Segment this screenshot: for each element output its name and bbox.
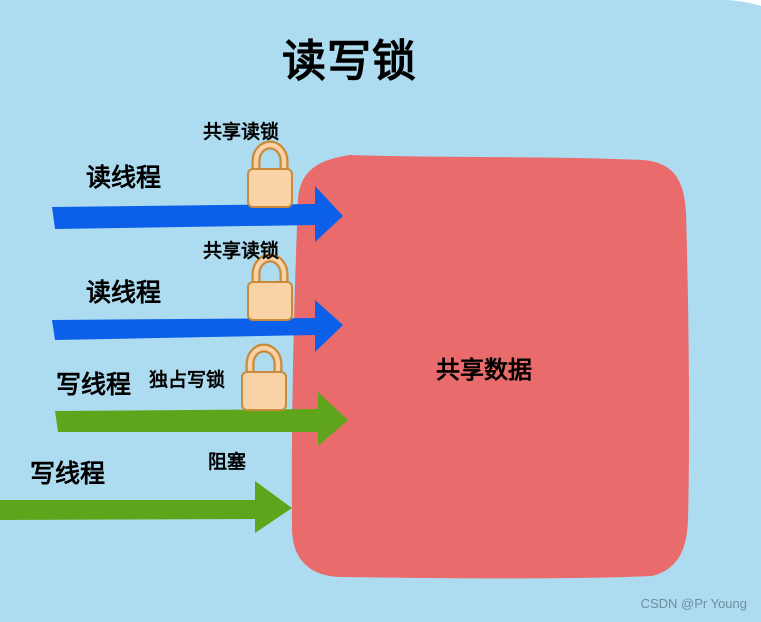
blocked-label: 阻塞 <box>208 451 247 473</box>
watermark: CSDN @Pr Young <box>640 596 747 611</box>
read-thread-arrow-1 <box>52 186 343 242</box>
read-thread-label-1: 读线程 <box>86 163 162 192</box>
shared-data-label: 共享数据 <box>436 356 532 384</box>
write-thread-label-1: 写线程 <box>56 370 132 399</box>
shared-read-lock-label-1: 共享读锁 <box>203 121 280 143</box>
write-thread-arrow-2 <box>0 481 292 533</box>
exclusive-write-lock-label: 独占写锁 <box>149 369 226 391</box>
read-thread-arrow-2 <box>52 300 343 352</box>
write-thread-arrow-1 <box>55 392 348 446</box>
shared-read-lock-label-2: 共享读锁 <box>203 240 280 262</box>
read-thread-label-2: 读线程 <box>86 278 162 307</box>
write-thread-label-2: 写线程 <box>30 459 106 488</box>
diagram-title: 读写锁 <box>282 36 417 87</box>
shared-data-box <box>291 155 690 579</box>
